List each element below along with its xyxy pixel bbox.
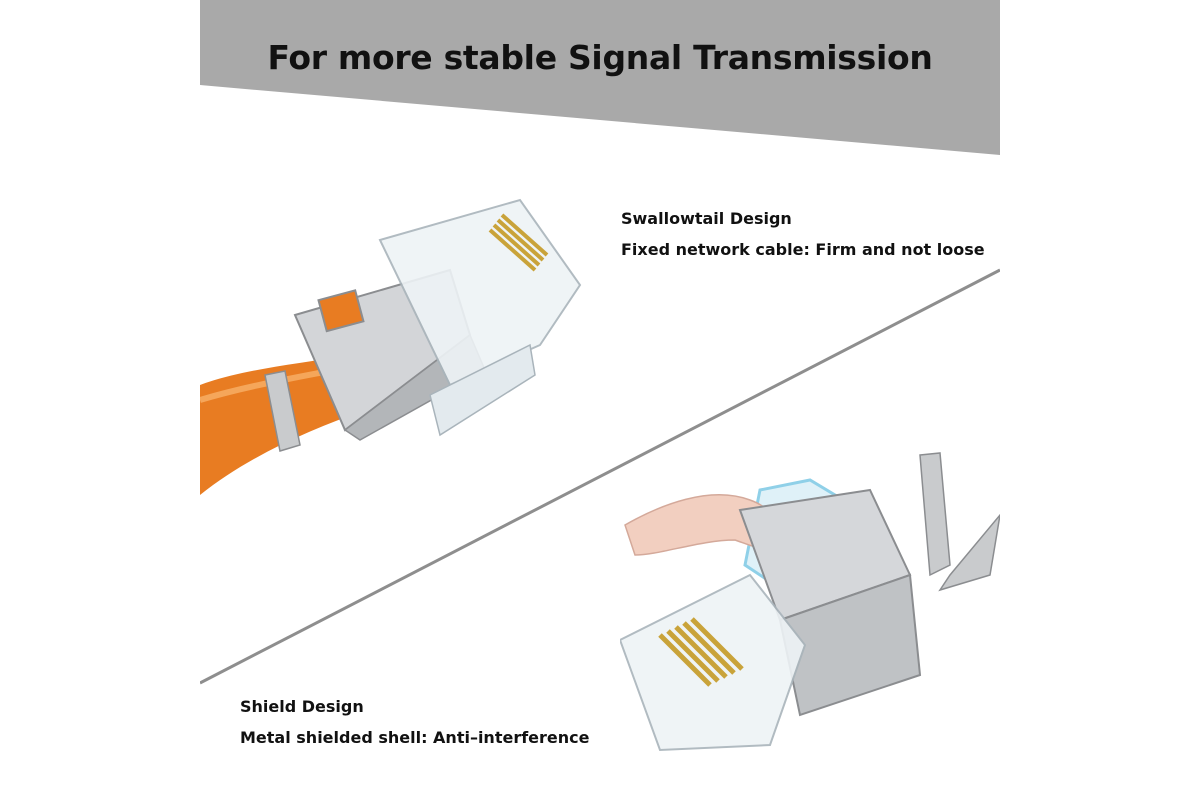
header-band xyxy=(200,0,1000,155)
swallowtail-plug-illustration xyxy=(200,198,582,495)
diagonal-divider xyxy=(200,268,1000,685)
product-panel: For more stable Signal Transmission Swal… xyxy=(200,0,1000,800)
shield-plug-illustration xyxy=(620,452,1000,752)
shield-description: Metal shielded shell: Anti–interference xyxy=(240,728,590,747)
swallowtail-caption: Swallowtail Design Fixed network cable: … xyxy=(621,203,985,265)
shield-heading: Shield Design xyxy=(240,697,364,716)
swallowtail-heading: Swallowtail Design xyxy=(621,209,792,228)
page-title: For more stable Signal Transmission xyxy=(267,38,933,77)
shield-caption: Shield Design Metal shielded shell: Anti… xyxy=(240,691,590,753)
swallowtail-description: Fixed network cable: Firm and not loose xyxy=(621,240,985,259)
